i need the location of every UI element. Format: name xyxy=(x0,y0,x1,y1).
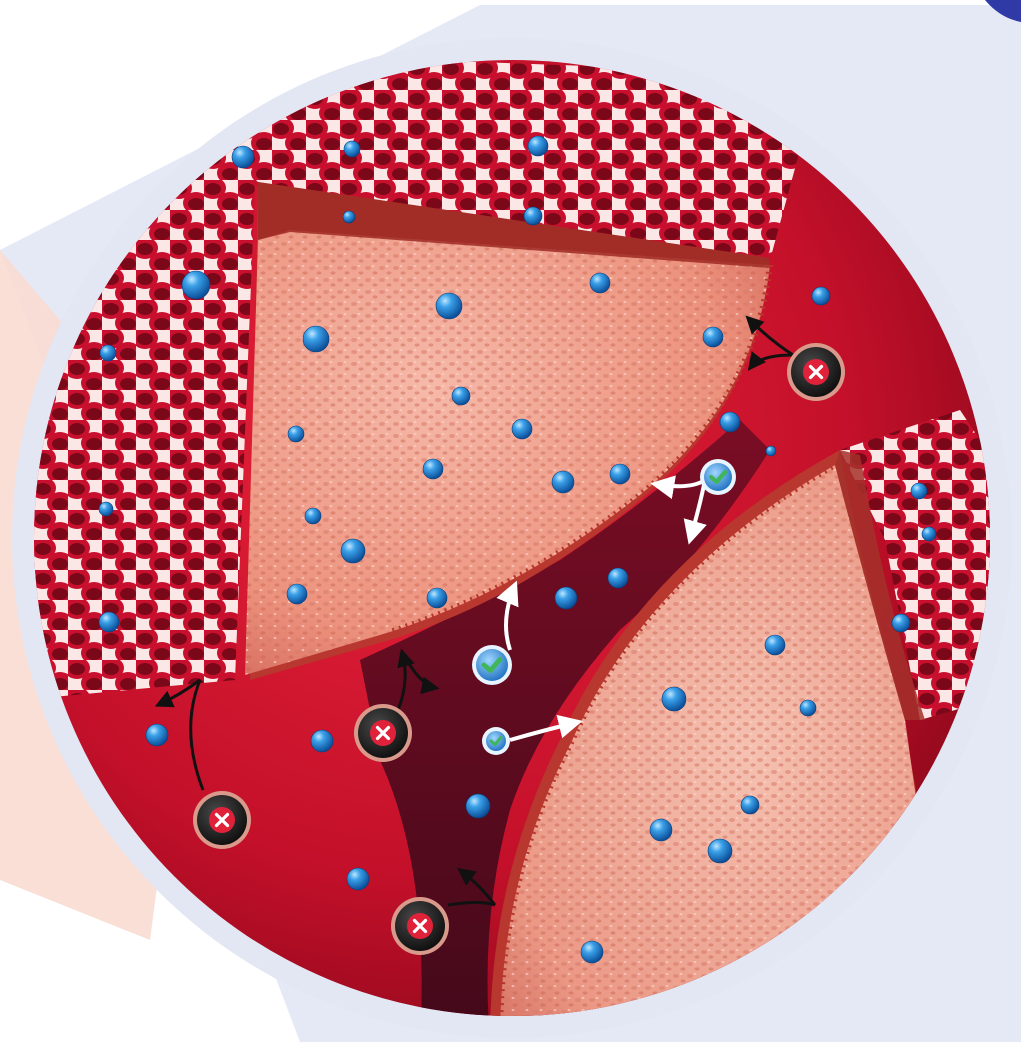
blue-sphere-icon xyxy=(812,287,830,305)
cross-circle-icon xyxy=(354,704,412,762)
blue-sphere-icon xyxy=(703,327,723,347)
blue-sphere-icon xyxy=(650,819,672,841)
blue-sphere-icon xyxy=(466,794,490,818)
blue-sphere-icon xyxy=(662,687,686,711)
blue-sphere-icon xyxy=(452,387,470,405)
check-circle-icon xyxy=(700,459,736,495)
blue-sphere-icon xyxy=(146,724,168,746)
blue-sphere-icon xyxy=(922,527,936,541)
blue-sphere-icon xyxy=(347,868,369,890)
blue-sphere-icon xyxy=(555,587,577,609)
blue-sphere-icon xyxy=(581,941,603,963)
blue-sphere-icon xyxy=(311,730,333,752)
blue-sphere-icon xyxy=(892,614,910,632)
blue-sphere-icon xyxy=(800,700,816,716)
cross-circle-icon xyxy=(391,897,449,955)
blue-sphere-icon xyxy=(590,273,610,293)
blue-sphere-icon xyxy=(100,345,116,361)
blue-sphere-icon xyxy=(287,584,307,604)
blue-sphere-icon xyxy=(608,568,628,588)
blue-sphere-icon xyxy=(528,136,548,156)
cross-circle-icon xyxy=(787,343,845,401)
blue-sphere-icon xyxy=(708,839,732,863)
blue-sphere-icon xyxy=(427,588,447,608)
blue-sphere-icon xyxy=(765,635,785,655)
blue-sphere-icon xyxy=(423,459,443,479)
blue-sphere-icon xyxy=(303,326,329,352)
blue-sphere-icon xyxy=(99,502,113,516)
blue-sphere-icon xyxy=(741,796,759,814)
blue-sphere-icon xyxy=(341,539,365,563)
blue-sphere-icon xyxy=(288,426,304,442)
blue-sphere-icon xyxy=(720,412,740,432)
blue-sphere-icon xyxy=(182,271,210,299)
blue-sphere-icon xyxy=(232,146,254,168)
blue-sphere-icon xyxy=(552,471,574,493)
blue-sphere-icon xyxy=(99,612,119,632)
blue-sphere-icon xyxy=(343,211,355,223)
cross-circle-icon xyxy=(193,791,251,849)
blue-sphere-icon xyxy=(512,419,532,439)
blue-sphere-icon xyxy=(305,508,321,524)
blue-sphere-icon xyxy=(911,483,927,499)
blue-sphere-icon xyxy=(344,141,360,157)
check-circle-icon xyxy=(482,727,510,755)
blue-sphere-icon xyxy=(610,464,630,484)
blue-sphere-icon xyxy=(436,293,462,319)
blue-sphere-icon xyxy=(766,446,776,456)
check-circle-icon xyxy=(472,645,512,685)
blue-sphere-icon xyxy=(524,207,542,225)
